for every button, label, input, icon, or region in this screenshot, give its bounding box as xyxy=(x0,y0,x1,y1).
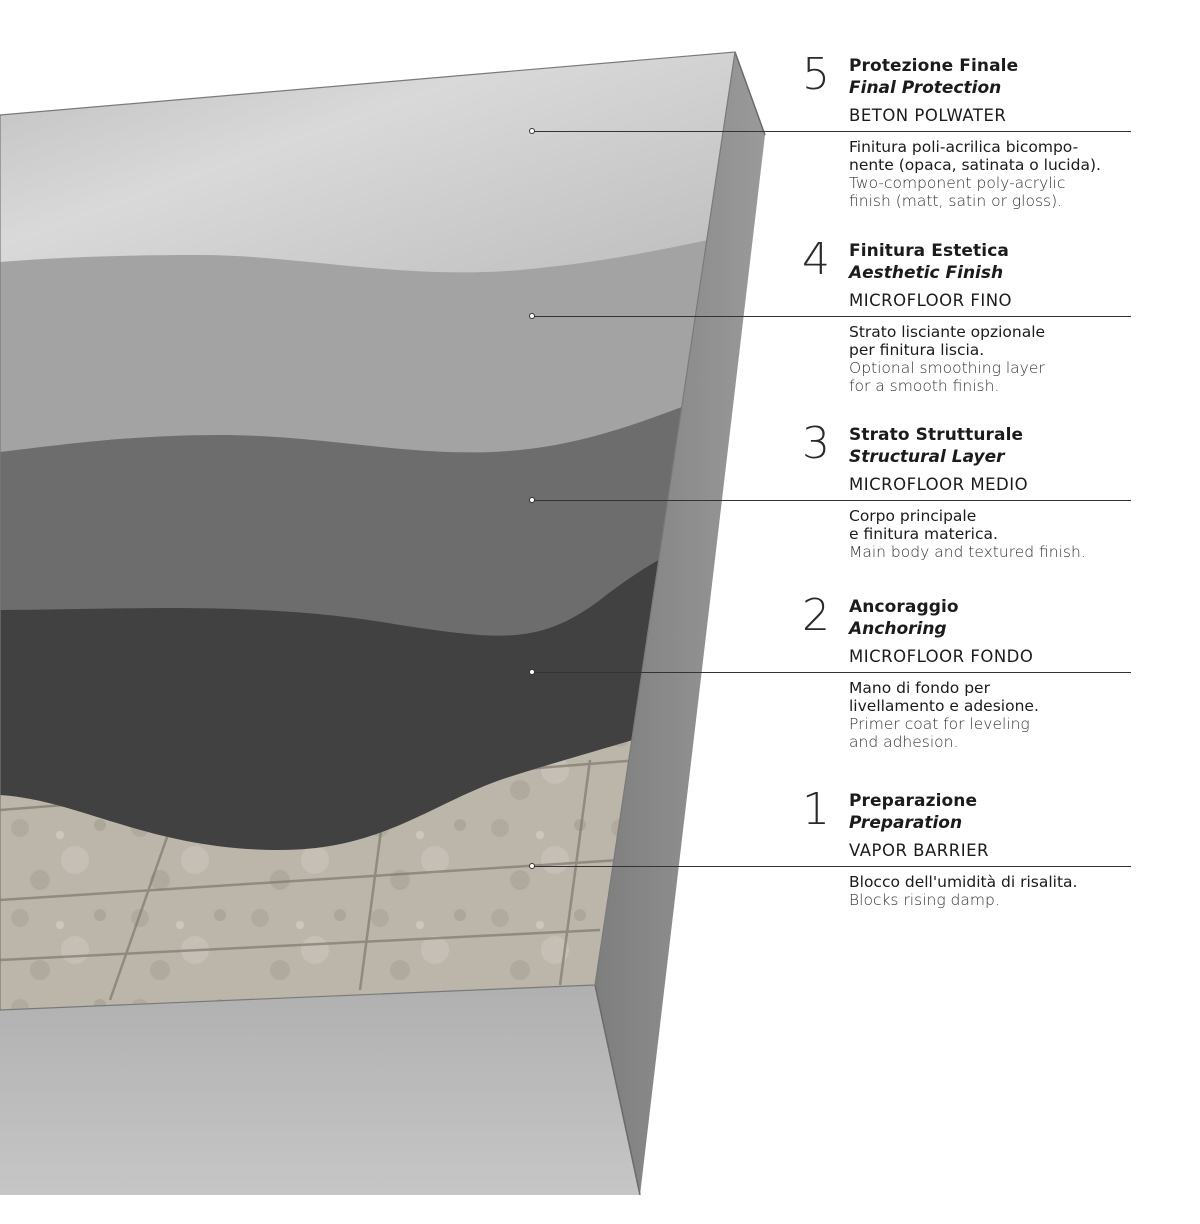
layer-5-number: 5 xyxy=(802,49,830,100)
layer-2-leader-dot xyxy=(529,669,535,675)
layer-4-product: MICROFLOOR FINO xyxy=(849,291,1013,310)
layer-2-title-it: Ancoraggio xyxy=(849,597,959,617)
layer-5-description-it: Finitura poli-acrilica bicompo- nente (o… xyxy=(849,138,1101,174)
layer-1-leader-dot xyxy=(529,863,535,869)
layer-5-leader-dot xyxy=(529,128,535,134)
layer-5-surface xyxy=(0,52,735,273)
layer-4-leader-line xyxy=(533,316,1131,317)
layer-2-description-it: Mano di fondo per livellamento e adesion… xyxy=(849,679,1039,715)
layer-1-leader-line xyxy=(533,866,1131,867)
layer-5-description-en: Two-component poly-acrylic finish (matt,… xyxy=(849,174,1066,210)
layer-3-description-it: Corpo principale e finitura materica. xyxy=(849,507,998,543)
layer-3-description-en: Main body and textured finish. xyxy=(849,543,1086,561)
layer-2-number: 2 xyxy=(802,590,830,641)
layer-3-leader-line xyxy=(533,500,1131,501)
layer-1-product: VAPOR BARRIER xyxy=(849,841,989,860)
layer-3-product: MICROFLOOR MEDIO xyxy=(849,475,1029,494)
layer-3-leader-dot xyxy=(529,497,535,503)
slab-front-face xyxy=(0,985,640,1195)
layer-3-title-it: Strato Strutturale xyxy=(849,425,1024,445)
layer-5-block: 5 Protezione Finale Final Protection BET… xyxy=(529,51,1189,210)
layer-4-leader-dot xyxy=(529,313,535,319)
layer-4-description-en: Optional smoothing layer for a smooth fi… xyxy=(849,359,1045,395)
layer-4-title-it: Finitura Estetica xyxy=(849,241,1009,261)
layer-3-number: 3 xyxy=(802,418,830,469)
layer-4-description-it: Strato lisciante opzionale per finitura … xyxy=(849,323,1046,359)
layer-1-description-it: Blocco dell'umidità di risalita. xyxy=(849,873,1078,891)
layer-2-leader-line xyxy=(533,672,1131,673)
layer-5-title-en: Final Protection xyxy=(849,78,1002,98)
layer-1-title-en: Preparation xyxy=(849,813,963,833)
layer-4-number: 4 xyxy=(802,234,830,285)
layer-2-block: 2 Ancoraggio Anchoring MICROFLOOR FONDO … xyxy=(529,592,1189,751)
layer-1-number: 1 xyxy=(802,784,830,835)
layer-2-title-en: Anchoring xyxy=(849,619,947,639)
layer-2-description-en: Primer coat for leveling and adhesion. xyxy=(849,715,1030,751)
layer-5-leader-line xyxy=(533,131,1131,132)
layer-1-title-it: Preparazione xyxy=(849,791,978,811)
layer-5-title-it: Protezione Finale xyxy=(849,56,1019,76)
layer-5-product: BETON POLWATER xyxy=(849,106,1007,125)
layer-1-description-en: Blocks rising damp. xyxy=(849,891,1000,909)
layer-2-product: MICROFLOOR FONDO xyxy=(849,647,1034,666)
layer-4-block: 4 Finitura Estetica Aesthetic Finish MIC… xyxy=(529,236,1189,395)
layer-1-block: 1 Preparazione Preparation VAPOR BARRIER… xyxy=(529,786,1189,909)
layer-4-title-en: Aesthetic Finish xyxy=(849,263,1004,283)
layer-3-title-en: Structural Layer xyxy=(849,447,1005,467)
layer-3-block: 3 Strato Strutturale Structural Layer MI… xyxy=(529,420,1189,561)
slab-side-face xyxy=(595,52,765,1195)
